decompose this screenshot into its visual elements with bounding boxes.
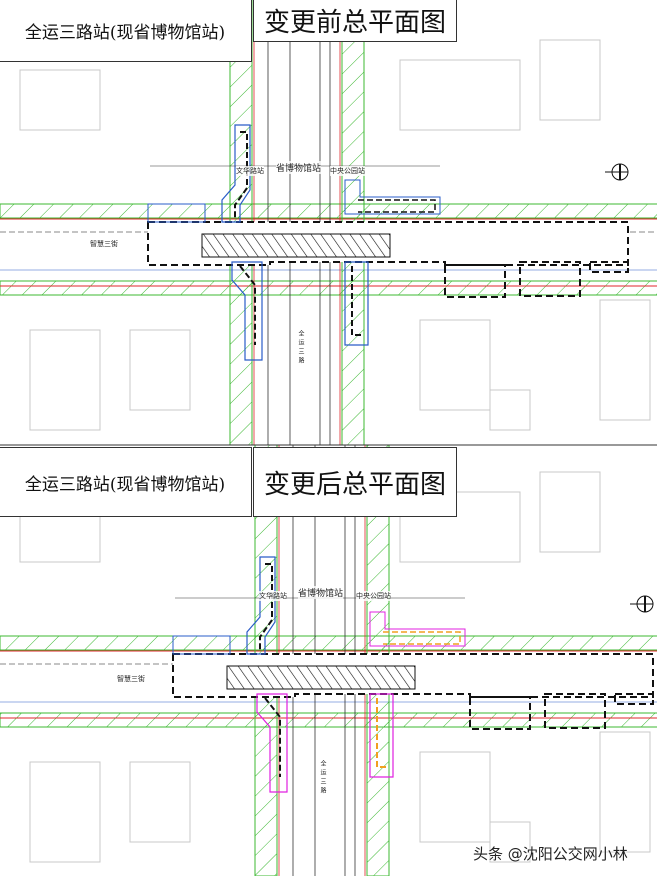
watermark: 头条 @沈阳公交网小林 [473, 845, 628, 863]
plan-title-after: 变更后总平面图 [253, 447, 457, 517]
entrance-sw-passage [239, 265, 256, 345]
platform-hatched [226, 665, 416, 690]
building-outline [399, 59, 521, 131]
entrance-ne [344, 179, 441, 215]
equipment-room [614, 693, 654, 705]
station-label: 省博物馆站 [298, 586, 344, 599]
entrance-se-passage [376, 698, 387, 768]
building-outline [539, 39, 601, 121]
cross-street-label: 智慧三街 [117, 674, 145, 684]
entrance-sw [256, 693, 288, 793]
building-outline [29, 329, 101, 431]
equipment-room [544, 693, 606, 729]
entrance-ne-passage [358, 199, 436, 213]
prev-station-label: 文华路站 [259, 591, 287, 601]
building-outline [419, 319, 491, 411]
entrance-nw [221, 124, 251, 223]
building-outline [599, 731, 651, 853]
prev-station-label: 文华路站 [236, 166, 264, 176]
entrance-nw-passage [234, 131, 248, 220]
main-road-label: 全运三路 [297, 330, 304, 366]
entrance-ne-passage [383, 631, 461, 645]
plan-before [0, 0, 657, 446]
green-belt-south [0, 280, 657, 296]
station-title-before: 全运三路站(现省博物馆站) [0, 0, 252, 62]
station-title-after: 全运三路站(现省博物馆站) [0, 447, 252, 517]
building-outline [129, 761, 191, 843]
next-station-label: 中央公园站 [330, 166, 365, 176]
station-title-text: 全运三路站(现省博物馆站) [24, 22, 226, 43]
entrance-ne [369, 611, 466, 647]
equipment-room [444, 264, 506, 298]
cross-street-label: 智慧三街 [90, 239, 118, 249]
plan-title-text: 变更后总平面图 [263, 469, 446, 500]
green-belt-north [0, 203, 657, 219]
entrance-sw-passage [264, 697, 281, 777]
equipment-room [469, 696, 531, 730]
green-belt-south [0, 712, 657, 728]
station-title-text: 全运三路站(现省博物馆站) [24, 474, 226, 495]
building-outline [129, 329, 191, 411]
entrance-sw [231, 261, 263, 361]
building-outline [539, 471, 601, 553]
entrance-w [172, 635, 231, 655]
green-belt-north [0, 635, 657, 651]
building-outline [489, 821, 531, 863]
entrance-w [147, 203, 206, 223]
next-station-label: 中央公园站 [356, 591, 391, 601]
equipment-room [589, 261, 629, 273]
building-outline [399, 491, 521, 563]
entrance-nw [246, 556, 276, 655]
plan-title-text: 变更前总平面图 [263, 7, 446, 38]
building-outline [29, 761, 101, 863]
entrance-se [369, 693, 394, 778]
main-road-label: 全运三路 [319, 760, 326, 796]
entrance-se [344, 261, 369, 346]
building-outline [19, 69, 101, 131]
plan-title-before: 变更前总平面图 [253, 0, 457, 42]
building-outline [419, 751, 491, 843]
entrance-nw-passage [259, 563, 273, 652]
platform-hatched [201, 233, 391, 258]
building-outline [599, 299, 651, 421]
entrance-se-passage [351, 266, 362, 336]
building-outline [489, 389, 531, 431]
equipment-room [519, 261, 581, 297]
station-label: 省博物馆站 [276, 161, 322, 174]
